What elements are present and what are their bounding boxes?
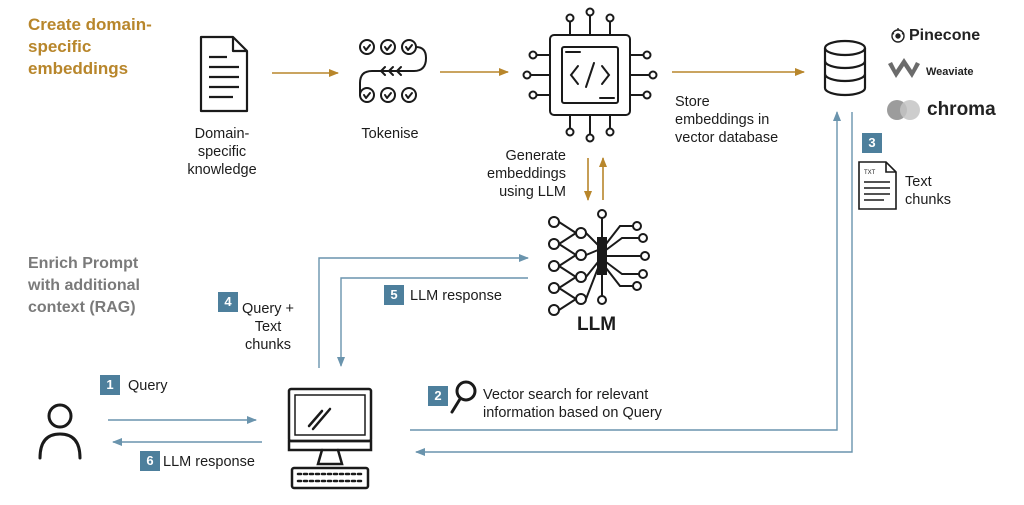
vector-search-label: Vector search for relevant information b… [483, 387, 662, 421]
create-embeddings-heading: Create domain- specific embeddings [28, 15, 152, 78]
step-5-badge: 5 [384, 285, 404, 305]
domain-knowledge-label: Domain- specific knowledge [187, 126, 257, 178]
arrow-vector-search [410, 111, 841, 431]
step-1-badge: 1 [100, 375, 120, 395]
llm-response-bottom-label: LLM response [163, 454, 255, 470]
arrow-llm-response-to-computer [337, 277, 528, 367]
llm-label: LLM [577, 314, 617, 335]
weaviate-brand: Weaviate [926, 66, 974, 78]
magnifier-icon [450, 380, 477, 414]
step-6-badge: 6 [140, 451, 160, 471]
arrow-text-chunks-return [415, 112, 853, 456]
step-2-badge: 2 [428, 386, 448, 406]
arrow-query-to-llm [318, 254, 529, 368]
user-icon [38, 403, 82, 460]
store-embeddings-label: Store embeddings in vector database [675, 94, 779, 146]
gold-arrows [272, 68, 805, 201]
tokenise-icon [359, 39, 427, 103]
llm-response-top-label: LLM response [410, 288, 502, 304]
text-file-icon [858, 161, 897, 210]
computer-icon [287, 387, 373, 490]
chroma-logo [887, 100, 920, 120]
blue-arrows [108, 111, 853, 456]
database-icon [823, 39, 867, 97]
pinecone-brand: Pinecone [909, 27, 981, 44]
generate-embeddings-label: Generate embeddings using LLM [487, 148, 566, 200]
step-3-badge: 3 [862, 133, 882, 153]
tokenise-label: Tokenise [361, 126, 419, 142]
weaviate-logo [888, 58, 920, 78]
enrich-prompt-heading: Enrich Prompt with additional context (R… [28, 255, 140, 316]
query-label: Query [128, 378, 168, 394]
chroma-brand: chroma [927, 99, 996, 120]
document-icon [199, 35, 249, 113]
text-file-icon-label: TXT [864, 170, 876, 176]
query-text-chunks-label: Query + Text chunks [242, 301, 294, 353]
step-4-badge: 4 [218, 292, 238, 312]
chip-icon [522, 7, 658, 143]
neural-network-icon [548, 209, 650, 316]
pinecone-logo [891, 28, 905, 43]
text-chunks-label: Text chunks [905, 174, 951, 208]
